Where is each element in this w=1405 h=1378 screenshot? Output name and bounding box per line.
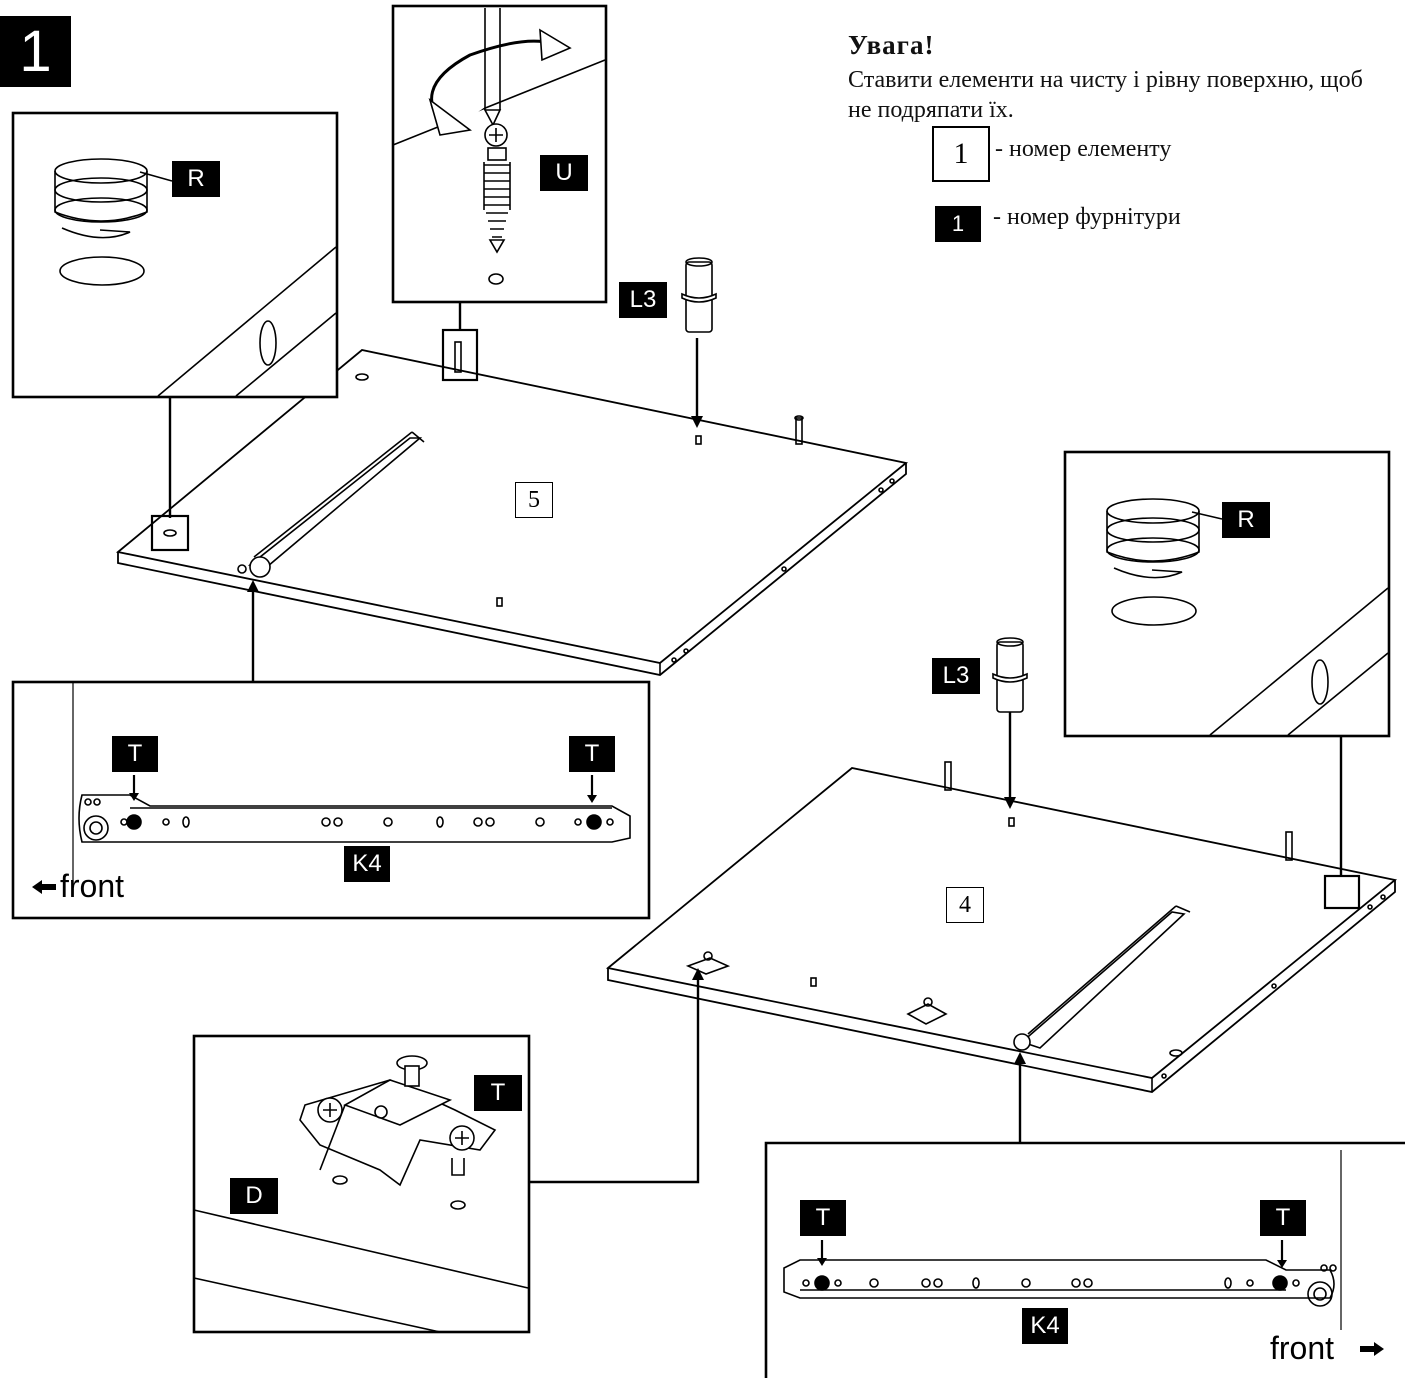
front-arrows — [32, 880, 1384, 1356]
dowel-bottom — [992, 637, 1028, 713]
label-screw-right-1: T — [800, 1200, 846, 1236]
panel-5 — [115, 349, 909, 676]
detail-cam-lock-right — [1063, 450, 1391, 738]
element-number-5: 5 — [515, 482, 553, 518]
label-cam-lock-right: R — [1222, 502, 1270, 538]
slide-on-panel-4 — [1013, 905, 1191, 1051]
legend-fitting-text: - номер фурнітури — [993, 204, 1181, 230]
step-number-badge: 1 — [0, 16, 71, 87]
label-screw: U — [540, 155, 588, 191]
label-slide-right: K4 — [1022, 1308, 1068, 1344]
warning-note: Увага! Ставити елементи на чисту і рівну… — [848, 30, 1368, 125]
element-number-4: 4 — [946, 887, 984, 923]
front-label-right: front — [1270, 1330, 1335, 1366]
label-bracket-screw: T — [474, 1075, 522, 1111]
label-slide-left: K4 — [344, 846, 390, 882]
dowel-top — [681, 257, 717, 333]
panel-4 — [605, 761, 1398, 1093]
label-dowel-bottom: L3 — [932, 658, 980, 694]
detail-slide-left — [11, 680, 651, 920]
legend-element-symbol: 1 — [932, 126, 990, 182]
detail-cam-lock-left — [11, 111, 339, 399]
legend-element-text: - номер елементу — [995, 136, 1172, 162]
warning-text: Ставити елементи на чисту і рівну поверх… — [848, 67, 1363, 123]
legend-fitting-symbol: 1 — [935, 206, 981, 242]
detail-slide-right — [764, 1141, 1405, 1378]
label-screw-right-2: T — [1260, 1200, 1306, 1236]
slide-on-panel-5 — [237, 431, 425, 578]
label-screw-left-2: T — [569, 736, 615, 772]
label-cam-lock-left: R — [172, 161, 220, 197]
front-label-left: front — [60, 868, 125, 904]
label-dowel-top: L3 — [619, 282, 667, 318]
warning-title: Увага! — [848, 30, 935, 60]
label-bracket: D — [230, 1178, 278, 1214]
detail-screw — [391, 4, 608, 304]
label-screw-left-1: T — [112, 736, 158, 772]
